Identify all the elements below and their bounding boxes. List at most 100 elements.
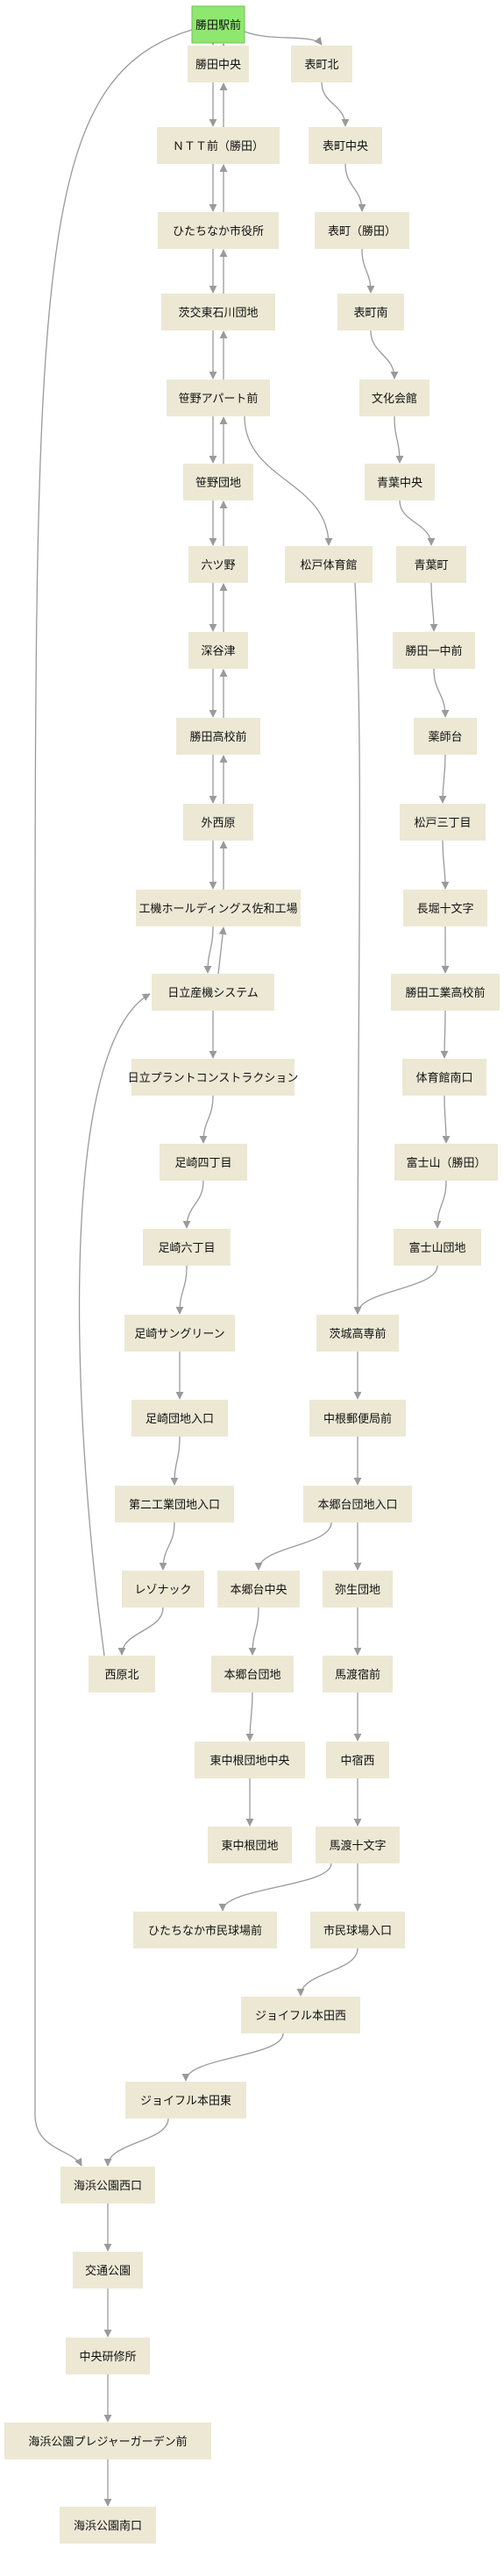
edge-n51-n52 xyxy=(103,2118,169,2167)
stop-label: 青葉町 xyxy=(414,559,448,572)
stop-node-box xyxy=(241,1997,360,2033)
stop-node-box xyxy=(60,2167,155,2203)
stop-node: 茨城高専前 xyxy=(316,1315,399,1352)
edge-n40-n41 xyxy=(248,1607,259,1656)
edge-n15-n16 xyxy=(175,1265,188,1315)
stop-label: 足崎サングリーン xyxy=(134,1328,224,1341)
stop-node: 外西原 xyxy=(183,804,253,841)
edge-n13-n14 xyxy=(199,1095,214,1144)
stop-label: 西原北 xyxy=(104,1669,138,1682)
stop-label: 中宿西 xyxy=(340,1754,374,1768)
stop-node-box xyxy=(60,2507,156,2544)
stop-label: 勝田工業高校前 xyxy=(405,986,485,1000)
edge-n21-n22 xyxy=(321,82,350,127)
stop-node: 中根郵便局前 xyxy=(309,1400,406,1437)
stop-node-box xyxy=(309,1400,406,1437)
stop-label: ジョイフル本田東 xyxy=(140,2094,231,2108)
stop-node-box xyxy=(285,546,373,583)
stop-node: ひたちなか市民球場前 xyxy=(133,1912,277,1948)
stop-node-box xyxy=(124,1315,235,1352)
stop-node-box xyxy=(310,1912,405,1948)
stop-label: 勝田高校前 xyxy=(189,730,246,744)
stop-node: 表町北 xyxy=(291,46,352,82)
stop-node: 茨交東石川団地 xyxy=(161,294,275,330)
edge-n17-n18 xyxy=(170,1436,181,1486)
stop-node-box xyxy=(131,1059,295,1096)
stop-node: 西原北 xyxy=(89,1656,155,1692)
stop-label: 第二工業団地入口 xyxy=(129,1498,220,1512)
stop-node: 長堀十文字 xyxy=(403,890,487,926)
stop-node-box xyxy=(414,718,477,755)
edge-n23-n24 xyxy=(361,248,375,294)
stop-label: 表町（勝田） xyxy=(328,225,396,238)
stop-label: 馬渡宿前 xyxy=(335,1668,380,1682)
stop-node: 足崎団地入口 xyxy=(131,1400,228,1437)
stop-label: 中央研修所 xyxy=(79,2351,136,2364)
stop-node: 勝田一中前 xyxy=(393,632,475,669)
stop-node: 松戸三丁目 xyxy=(400,804,486,841)
stop-node: 市民球場入口 xyxy=(310,1912,405,1948)
stop-node-box xyxy=(403,890,487,926)
stop-node: 文化会館 xyxy=(359,380,429,416)
stop-node: 青葉中央 xyxy=(365,464,435,500)
stop-label: 笹野団地 xyxy=(195,476,241,490)
stop-node-box xyxy=(323,1656,393,1692)
stop-node: 本郷台中央 xyxy=(217,1571,300,1607)
edge-n14-n15 xyxy=(182,1180,204,1229)
edge-n25-n26 xyxy=(394,415,404,464)
stop-node: 笹野団地 xyxy=(183,464,253,500)
stop-label: 松戸三丁目 xyxy=(414,817,471,830)
stop-node: ひたちなか市役所 xyxy=(158,212,279,249)
stop-node: 海浜公園南口 xyxy=(60,2507,156,2544)
edges-layer xyxy=(34,29,451,2507)
edge-n32-n33 xyxy=(440,1010,449,1059)
stop-node-box xyxy=(136,890,301,926)
stop-node: 海浜公園プレジャーガーデン前 xyxy=(4,2423,211,2459)
stop-node-box xyxy=(66,2338,150,2374)
stop-node: 勝田高校前 xyxy=(176,718,260,755)
stop-node: 表町（勝田） xyxy=(315,212,409,249)
stop-node: 足崎サングリーン xyxy=(124,1315,235,1352)
stop-node-box xyxy=(131,1400,228,1437)
stop-node-box xyxy=(122,1571,204,1607)
stop-node: ジョイフル本田東 xyxy=(125,2082,246,2118)
edge-n24-n25 xyxy=(370,330,399,380)
stop-label: 日立プラントコンストラクション xyxy=(128,1072,299,1085)
stop-label: 表町北 xyxy=(304,59,338,72)
stop-node: 表町中央 xyxy=(309,127,382,164)
stop-node-box xyxy=(183,464,253,500)
stop-label: 本郷台団地入口 xyxy=(317,1499,397,1512)
stop-label: 海浜公園プレジャーガーデン前 xyxy=(28,2435,187,2449)
stop-node: ジョイフル本田西 xyxy=(241,1997,360,2033)
stop-node-box xyxy=(315,212,409,249)
start-node-box xyxy=(191,5,245,44)
stop-node: 馬渡宿前 xyxy=(323,1656,393,1692)
edge-n18-n19 xyxy=(159,1522,175,1571)
stop-node: レゾナック xyxy=(122,1571,204,1607)
stop-node-box xyxy=(291,46,352,82)
edge-n28-n29 xyxy=(433,668,450,718)
stop-label: ひたちなか市民球場前 xyxy=(148,1924,262,1938)
stop-label: 日立産機システム xyxy=(167,986,259,1000)
edge-n19-n20 xyxy=(117,1607,164,1656)
stop-node: 交通公園 xyxy=(73,2252,143,2289)
stop-node: 薬師台 xyxy=(414,718,477,755)
stop-label: 工機ホールディングス佐和工場 xyxy=(138,902,297,916)
stop-label: 薬師台 xyxy=(428,731,462,744)
stop-label: 茨城高専前 xyxy=(329,1327,386,1341)
stop-node-box xyxy=(115,1486,234,1522)
stop-node: 深谷津 xyxy=(188,632,248,669)
stop-label: 勝田中央 xyxy=(195,59,241,72)
stop-node-box xyxy=(125,2082,246,2118)
stop-node-box xyxy=(337,294,404,330)
stop-node: 第二工業団地入口 xyxy=(115,1486,234,1522)
stop-node-box xyxy=(394,1229,481,1266)
stop-node: 富士山団地 xyxy=(394,1229,481,1266)
stop-node: 笹野アパート前 xyxy=(167,380,270,416)
stop-node: 勝田駅前 xyxy=(191,5,245,44)
stop-node: 中宿西 xyxy=(326,1742,389,1778)
edge-n50-n51 xyxy=(181,2033,284,2082)
stop-node-box xyxy=(188,546,248,583)
